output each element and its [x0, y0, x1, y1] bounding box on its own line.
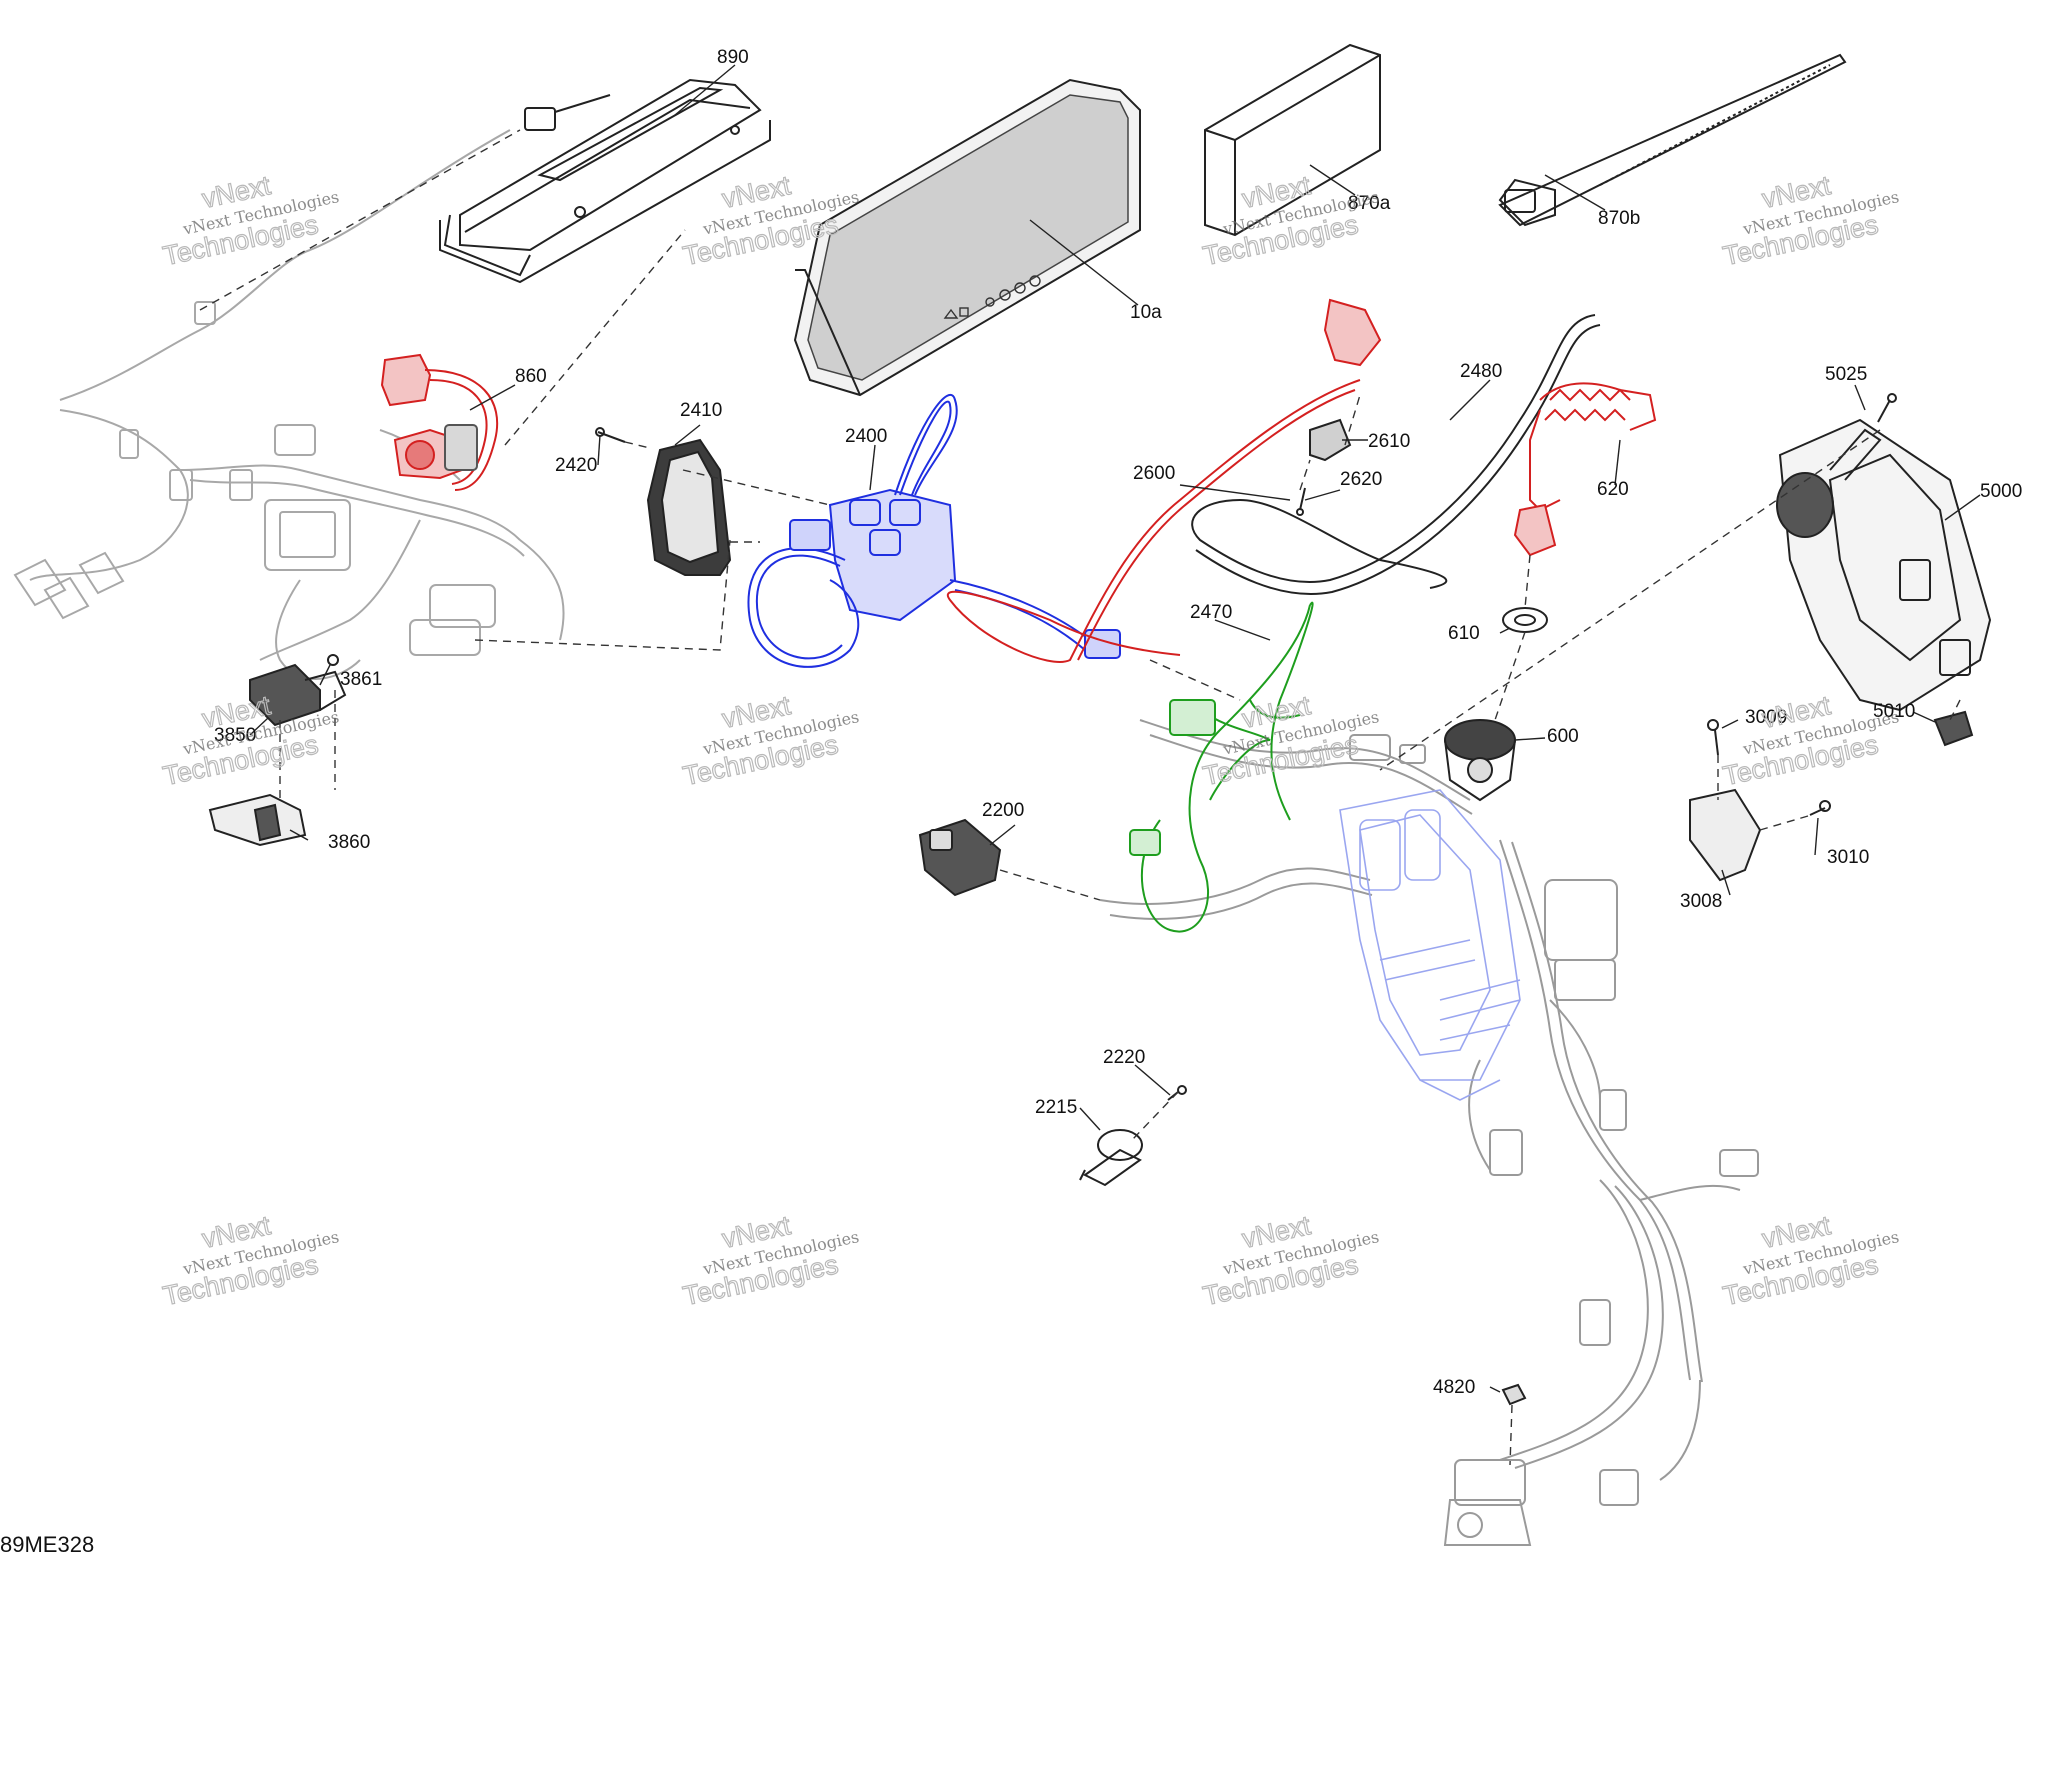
part-860-connector	[380, 353, 499, 491]
callout-5000: 5000	[1980, 481, 2022, 502]
part-3861-nut	[327, 654, 339, 666]
part-3850-relay	[249, 663, 347, 727]
callout-5010: 5010	[1873, 701, 1915, 722]
callout-2620: 2620	[1340, 469, 1382, 490]
callout-870a: 870a	[1348, 193, 1391, 214]
main-wiring-harness-right	[1099, 719, 1759, 1546]
callout-5025: 5025	[1825, 364, 1867, 385]
engine-ghost	[1339, 789, 1521, 1101]
callout-3861: 3861	[340, 669, 382, 690]
part-2215-sensor	[1079, 1129, 1143, 1187]
callout-2600: 2600	[1133, 463, 1175, 484]
part-870a-box	[1204, 43, 1381, 237]
callout-leaders	[249, 64, 1981, 1393]
callout-870b: 870b	[1598, 208, 1640, 229]
part-3860-bracket	[208, 793, 307, 847]
part-2600-red-wire	[946, 298, 1382, 663]
callout-600: 600	[1547, 726, 1579, 747]
callout-3008: 3008	[1680, 891, 1722, 912]
callout-2420: 2420	[555, 455, 597, 476]
callout-2410: 2410	[680, 400, 722, 421]
callout-2610: 2610	[1368, 431, 1410, 452]
part-2200-sensor	[918, 818, 1002, 897]
callout-3860: 3860	[328, 832, 370, 853]
callout-2200: 2200	[982, 800, 1024, 821]
part-2620-pin	[1296, 487, 1306, 516]
callout-10a: 10a	[1130, 302, 1162, 323]
part-890-module	[439, 78, 771, 284]
callout-4820: 4820	[1433, 1377, 1475, 1398]
callout-labels: 890 870a 870b 10a 860 2410 2400 2420 248…	[214, 47, 2022, 1398]
part-620-lanyard	[1513, 382, 1657, 557]
part-870b-cable-tie	[1498, 53, 1847, 227]
part-5010-clip	[1933, 710, 1974, 747]
callout-2215: 2215	[1035, 1097, 1077, 1118]
part-2480-hose	[1191, 314, 1601, 595]
callout-2400: 2400	[845, 426, 887, 447]
part-3008-bracket	[1689, 788, 1762, 882]
part-5000-module	[1776, 418, 1992, 712]
part-2410-panel	[646, 438, 732, 576]
part-10a-display	[793, 78, 1141, 397]
callout-890: 890	[717, 47, 749, 68]
callout-2220: 2220	[1103, 1047, 1145, 1068]
callout-3850: 3850	[214, 725, 256, 746]
diagram-code: 89ME328	[0, 1532, 94, 1557]
part-2610-clip	[1309, 418, 1352, 462]
callout-3010: 3010	[1827, 847, 1869, 868]
part-600-switch	[1444, 719, 1516, 802]
part-2470-green-harness	[1129, 601, 1314, 933]
dashed-assembly-lines	[199, 129, 1961, 1466]
callout-620: 620	[1597, 479, 1629, 500]
callout-860: 860	[515, 366, 547, 387]
part-5025-bolt	[1877, 393, 1897, 423]
callout-2480: 2480	[1460, 361, 1502, 382]
part-4820-nut	[1501, 1383, 1527, 1406]
part-3009-bolt	[1707, 719, 1719, 756]
callout-2470: 2470	[1190, 602, 1232, 623]
part-2400-switch-harness	[747, 393, 1121, 668]
callout-610: 610	[1448, 623, 1480, 644]
callout-3009: 3009	[1745, 707, 1787, 728]
part-3010-bolt	[1809, 800, 1831, 816]
